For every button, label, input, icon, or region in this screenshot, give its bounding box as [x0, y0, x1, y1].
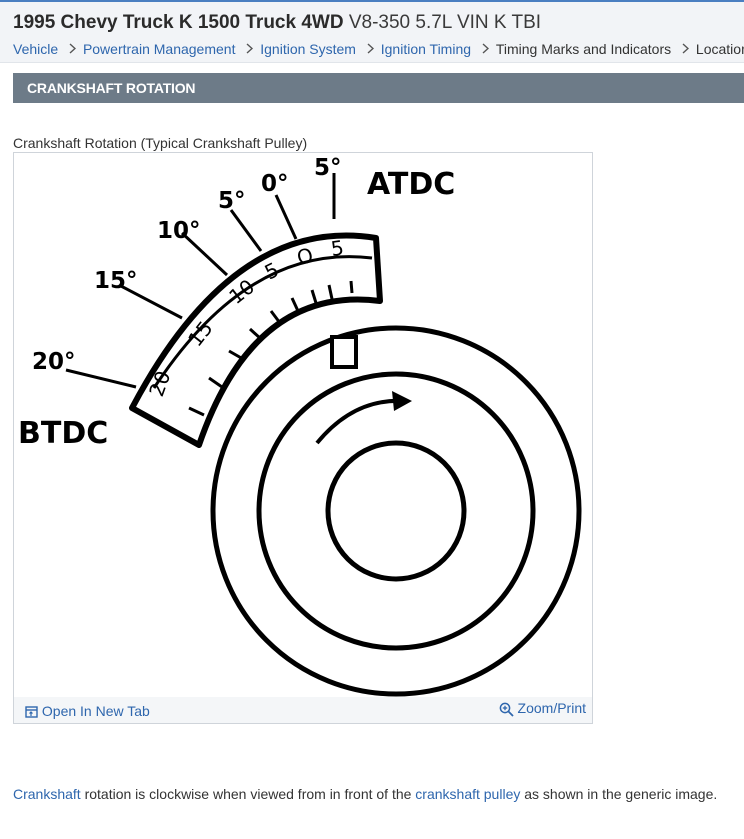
leader-lines — [65, 173, 336, 389]
vehicle-title: 1995 Chevy Truck K 1500 Truck 4WD — [13, 12, 344, 33]
breadcrumb-vehicle[interactable]: Vehicle — [13, 41, 59, 58]
scale-number-0: O — [294, 243, 315, 270]
figure-caption: Crankshaft Rotation (Typical Crankshaft … — [13, 135, 308, 151]
timing-tab-plate — [129, 232, 383, 448]
label-5-degrees-btdc: 5° — [218, 188, 246, 214]
crankshaft-diagram: 20 15 10 5 O 5 20° 15° 10° 5° 0° 5° ATDC… — [18, 155, 582, 697]
label-btdc: BTDC — [18, 416, 108, 451]
scale-number-5-after: 5 — [329, 235, 345, 261]
description-text-1: rotation is clockwise when viewed from i… — [80, 786, 416, 802]
label-10-degrees: 10° — [157, 218, 201, 244]
timing-scale-line — [152, 255, 373, 389]
crankshaft-link[interactable]: Crankshaft — [13, 786, 81, 802]
open-in-new-tab-link[interactable]: Open In New Tab — [25, 703, 150, 719]
open-in-new-tab-label[interactable]: Open In New Tab — [41, 703, 150, 719]
chevron-right-icon — [682, 41, 690, 57]
label-15-degrees: 15° — [94, 268, 138, 294]
crankshaft-pulley-link[interactable]: crankshaft pulley — [415, 786, 521, 802]
label-0-degrees: 0° — [261, 171, 289, 197]
zoom-print-label[interactable]: Zoom/Print — [517, 700, 586, 716]
description-text-2: as shown in the generic image. — [520, 786, 718, 802]
pulley-timing-notch — [330, 335, 358, 369]
breadcrumb-powertrain-management[interactable]: Powertrain Management — [82, 41, 236, 58]
pulley-outer-ring — [210, 325, 582, 697]
zoom-in-icon — [499, 702, 514, 717]
label-5-degrees-atdc: 5° — [314, 155, 342, 181]
top-accent-line — [0, 0, 744, 2]
breadcrumb-locations: Locations — [695, 41, 744, 58]
breadcrumb-ignition-timing[interactable]: Ignition Timing — [380, 41, 472, 58]
arrowhead-icon — [392, 391, 412, 411]
chevron-right-icon — [69, 41, 77, 57]
section-header: CRANKSHAFT ROTATION — [13, 73, 744, 103]
section-title: CRANKSHAFT ROTATION — [27, 80, 196, 96]
engine-subtitle: V8-350 5.7L VIN K TBI — [348, 12, 542, 33]
breadcrumb-timing-marks: Timing Marks and Indicators — [495, 41, 672, 58]
figure-container: 20 15 10 5 O 5 20° 15° 10° 5° 0° 5° ATDC… — [13, 152, 593, 724]
page-header: 1995 Chevy Truck K 1500 Truck 4WD V8-350… — [0, 2, 744, 63]
chevron-right-icon — [482, 41, 489, 57]
pulley-middle-ring — [256, 371, 536, 651]
scale-ticks — [188, 280, 354, 417]
zoom-print-link[interactable]: Zoom/Print — [499, 700, 586, 717]
breadcrumb-ignition-system[interactable]: Ignition System — [260, 41, 356, 58]
new-tab-icon — [25, 706, 38, 718]
label-atdc: ATDC — [367, 167, 455, 202]
chevron-right-icon — [367, 41, 374, 57]
label-20-degrees: 20° — [32, 349, 76, 375]
chevron-right-icon — [246, 41, 254, 57]
description-paragraph: Crankshaft rotation is clockwise when vi… — [13, 786, 744, 802]
figure-footer: Open In New Tab Zoom/Print — [14, 697, 592, 723]
page-title: 1995 Chevy Truck K 1500 Truck 4WD V8-350… — [13, 12, 541, 34]
pulley-hub — [325, 440, 467, 582]
breadcrumb: Vehicle Powertrain Management Ignition S… — [13, 40, 744, 57]
rotation-arrow — [315, 398, 405, 445]
